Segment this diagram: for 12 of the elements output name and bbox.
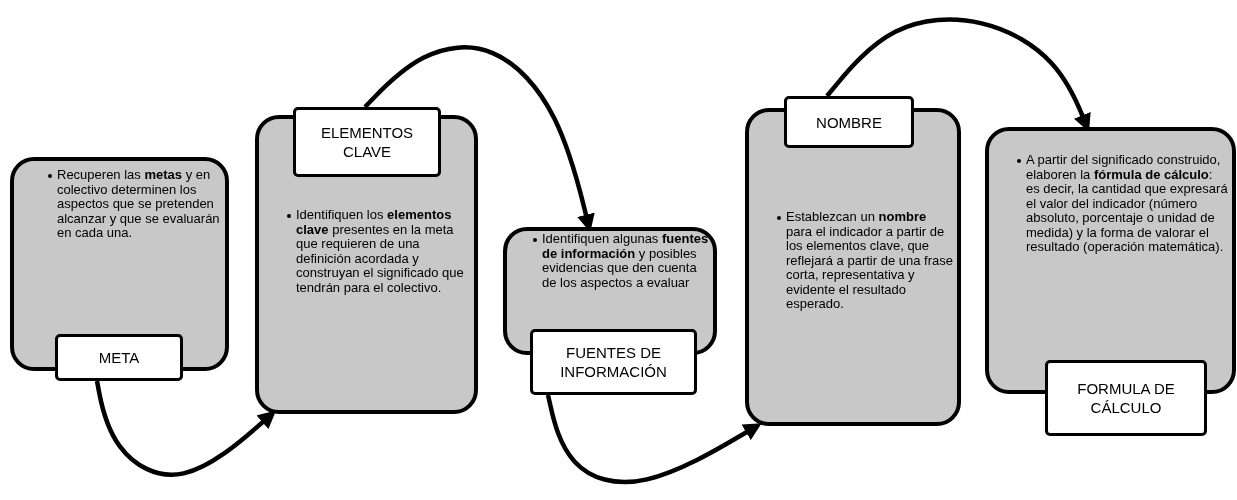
step-description: Recuperen las metas y en colectivo determinen los aspectos que se pretenden alcanzar y que se evaluarán en cada una. — [57, 168, 221, 241]
step-title: NOMBRE — [784, 96, 914, 148]
curved-arrow — [545, 394, 762, 485]
step-title: FORMULA DE CÁLCULO — [1045, 360, 1207, 436]
step-description: Establezcan un nombre para el indicador a partir de los elementos clave, que reflejará a partir de una frase corta, representativa y evidente el resultado esperado. — [786, 210, 954, 312]
step-title: FUENTES DE INFORMACIÓN — [530, 329, 697, 395]
curved-arrow — [94, 380, 277, 477]
step-description: Identifiquen algunas fuentes de información y posibles evidencias que den cuenta de los aspectos a evaluar — [542, 232, 710, 290]
step-title: ELEMENTOS CLAVE — [293, 107, 441, 177]
step-description: Identifiquen los elementos clave presentes en la meta que requieren de una definición acordada y construyan el significado que tendrán para el colectivo. — [296, 208, 465, 295]
step-description: A partir del significado construido, elaboren la fórmula de cálculo: es decir, la cantidad que expresará el valor del indicador (número absoluto, porcentaje o unidad de medida) y la forma de valorar el resultado (operación matemática). — [1026, 153, 1229, 255]
step-title: META — [55, 334, 183, 381]
